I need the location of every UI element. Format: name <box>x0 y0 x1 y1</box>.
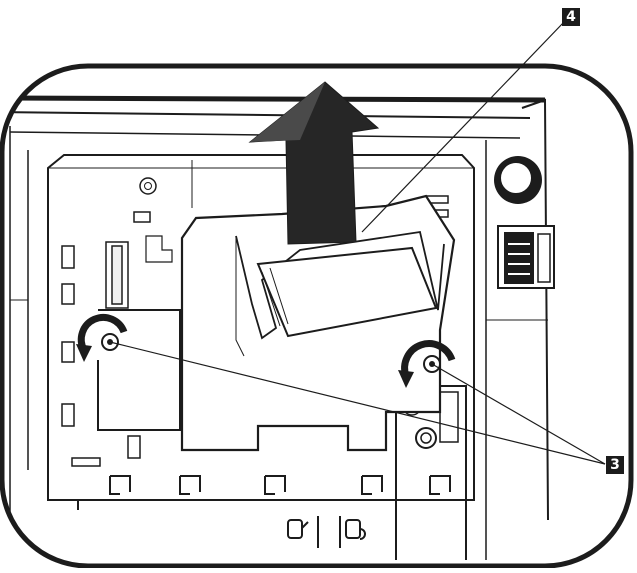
lift-direction-arrow-icon <box>248 81 380 245</box>
projector-side-controls <box>494 156 555 289</box>
callout-4-label: 4 <box>562 8 580 26</box>
callout-3-label: 3 <box>606 456 624 474</box>
callout-leader-lines <box>109 21 606 465</box>
lamp-module <box>180 194 456 452</box>
screw-hole-icon <box>139 177 157 195</box>
right-screw-icon <box>398 340 456 388</box>
lock-unlock-indicator-icon <box>287 516 366 548</box>
